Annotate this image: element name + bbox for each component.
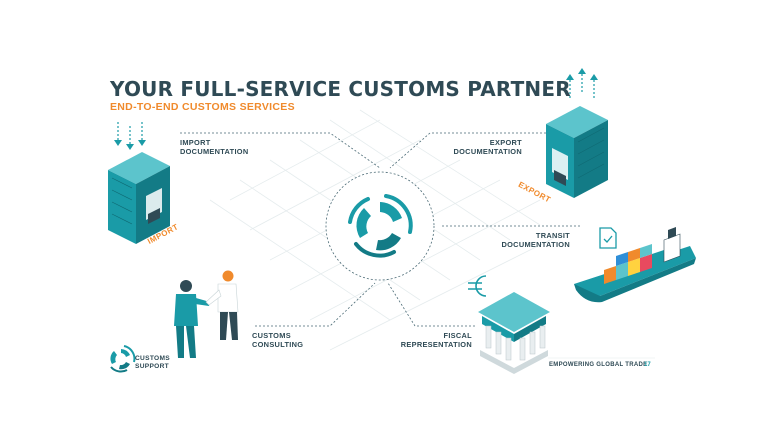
label-export-documentation: EXPORT DOCUMENTATION [448, 138, 522, 156]
connector-lines [180, 132, 580, 327]
label-line: CONSULTING [252, 340, 304, 349]
label-customs-consulting: CUSTOMS CONSULTING [252, 331, 303, 349]
import-arrows-icon [114, 122, 146, 150]
connector-consulting [255, 282, 376, 327]
swirl-logo-icon [348, 194, 413, 258]
brand-line: SUPPORT [135, 363, 169, 370]
label-line: REPRESENTATION [400, 340, 472, 349]
label-line: DOCUMENTATION [501, 240, 570, 249]
label-fiscal-representation: FISCAL REPRESENTATION [396, 331, 472, 349]
import-kiosk-icon [108, 152, 170, 244]
label-import-documentation: IMPORT DOCUMENTATION [180, 138, 249, 156]
container-ship-icon [574, 227, 696, 303]
label-line: IMPORT [180, 138, 211, 147]
export-arrows-icon [566, 68, 598, 98]
brand-logo-icon [110, 345, 136, 373]
page-number: 17 [644, 362, 651, 368]
page-subtitle: END-TO-END CUSTOMS SERVICES [110, 101, 295, 113]
document-check-icon [599, 227, 617, 249]
footer-tagline: EMPOWERING GLOBAL TRADE [549, 362, 648, 368]
connector-import [180, 132, 381, 169]
label-line: DOCUMENTATION [453, 147, 522, 156]
label-line: DOCUMENTATION [180, 147, 249, 156]
label-line: EXPORT [489, 138, 522, 147]
bank-building-icon [478, 292, 550, 374]
page-title: YOUR FULL-SERVICE CUSTOMS PARTNER [110, 77, 571, 101]
handshake-people-icon [174, 270, 239, 358]
brand-name: CUSTOMS SUPPORT [135, 355, 170, 371]
connector-export [389, 132, 550, 169]
label-line: FISCAL [443, 331, 472, 340]
export-kiosk-icon [546, 106, 608, 198]
brand-line: CUSTOMS [135, 355, 170, 362]
label-line: CUSTOMS [252, 331, 291, 340]
euro-icon [468, 275, 487, 297]
label-transit-documentation: TRANSIT DOCUMENTATION [496, 231, 570, 249]
connector-fiscal [387, 282, 475, 327]
center-logo [325, 171, 435, 281]
label-line: TRANSIT [535, 231, 570, 240]
